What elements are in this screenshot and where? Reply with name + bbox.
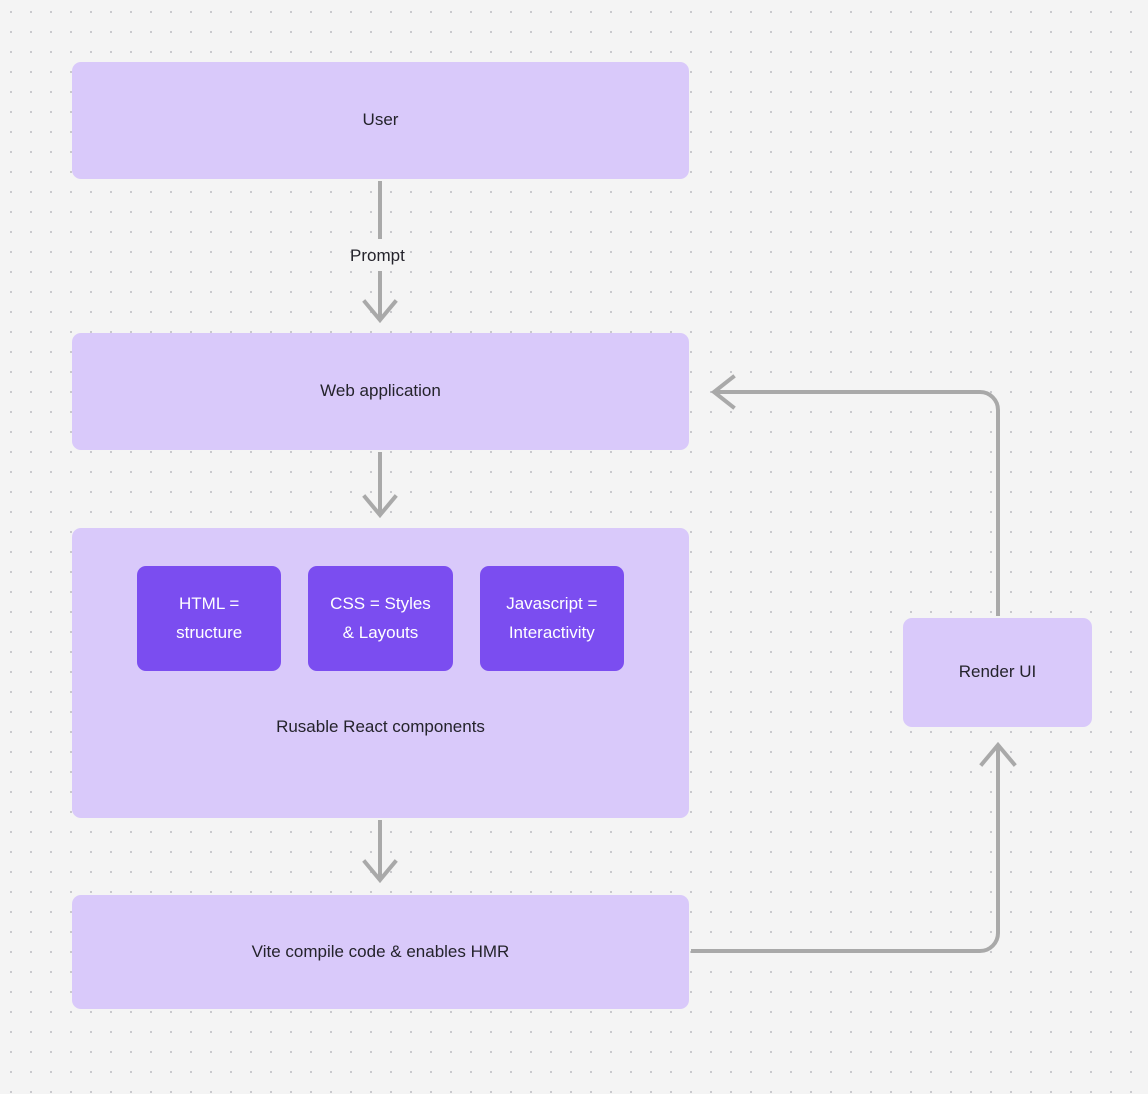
chip-javascript[interactable]: Javascript = Interactivity [479, 566, 624, 671]
edge-webapp-to-container [362, 452, 398, 519]
node-web-application-label: Web application [320, 381, 441, 401]
edge-vite-to-render [691, 741, 1017, 953]
node-vite[interactable]: Vite compile code & enables HMR [72, 895, 689, 1009]
edge-label-prompt: Prompt [350, 246, 405, 265]
chip-row: HTML = structure CSS = Styles & Layouts … [137, 566, 624, 671]
node-react-components-group[interactable]: HTML = structure CSS = Styles & Layouts … [72, 528, 689, 818]
node-render-ui[interactable]: Render UI [903, 618, 1092, 727]
node-react-components-caption: Rusable React components [276, 717, 485, 736]
edge-container-to-vite [362, 820, 398, 884]
chip-css[interactable]: CSS = Styles & Layouts [308, 566, 453, 671]
node-user-label: User [362, 110, 399, 130]
node-web-application[interactable]: Web application [72, 333, 689, 450]
chip-css-label: CSS = Styles & Layouts [330, 593, 431, 642]
chip-html[interactable]: HTML = structure [137, 566, 282, 671]
node-vite-label: Vite compile code & enables HMR [251, 941, 510, 961]
edge-render-to-webapp [710, 374, 1000, 616]
node-user[interactable]: User [72, 62, 689, 179]
chip-html-label: HTML = structure [176, 593, 243, 642]
node-render-ui-label: Render UI [958, 662, 1037, 682]
chip-javascript-label: Javascript = Interactivity [506, 593, 598, 642]
